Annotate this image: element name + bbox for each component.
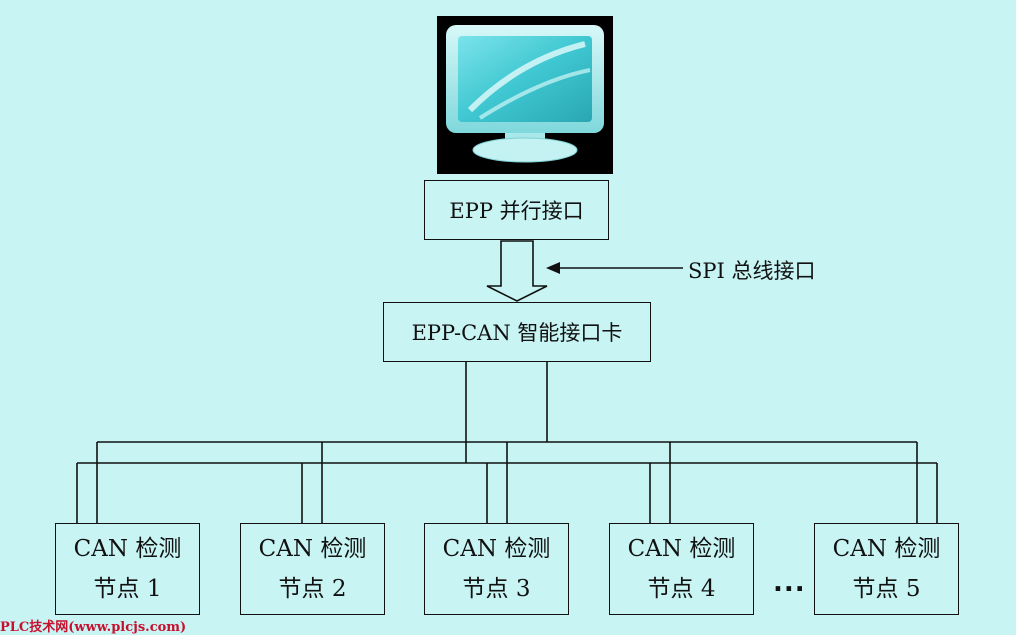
node-title: CAN 检测 [258, 536, 367, 562]
node-title: CAN 检测 [832, 536, 941, 562]
node-number: 节点 3 [462, 576, 531, 602]
epp-can-card-box: EPP-CAN 智能接口卡 [383, 302, 651, 362]
site-watermark: PLC技术网(www.plcjs.com) [0, 620, 187, 635]
can-bus-lines [76, 362, 938, 523]
can-node-3: CAN 检测 节点 3 [424, 523, 569, 615]
monitor-icon [437, 16, 613, 174]
node-title: CAN 检测 [73, 536, 182, 562]
spi-bus-label: SPI 总线接口 [688, 259, 816, 283]
more-nodes-ellipsis: ... [773, 568, 806, 598]
down-arrow [486, 240, 548, 302]
node-title: CAN 检测 [627, 536, 736, 562]
node-number: 节点 5 [852, 576, 921, 602]
epp-parallel-port-label: EPP 并行接口 [449, 199, 584, 223]
node-number: 节点 4 [647, 576, 716, 602]
epp-can-card-label: EPP-CAN 智能接口卡 [411, 321, 623, 345]
node-title: CAN 检测 [442, 536, 551, 562]
node-number: 节点 1 [93, 576, 162, 602]
can-node-4: CAN 检测 节点 4 [609, 523, 754, 615]
spi-pointer-arrow [546, 262, 683, 274]
can-node-2: CAN 检测 节点 2 [240, 523, 385, 615]
can-node-5: CAN 检测 节点 5 [814, 523, 959, 615]
can-node-1: CAN 检测 节点 1 [55, 523, 200, 615]
epp-parallel-port-box: EPP 并行接口 [424, 180, 609, 240]
node-number: 节点 2 [278, 576, 347, 602]
